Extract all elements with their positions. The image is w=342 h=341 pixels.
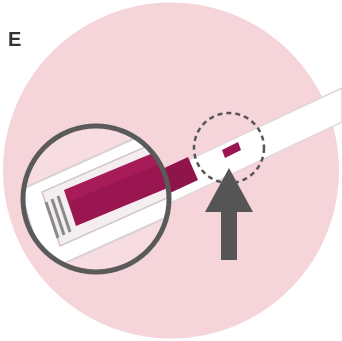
test-strip-illustration [0, 0, 342, 341]
